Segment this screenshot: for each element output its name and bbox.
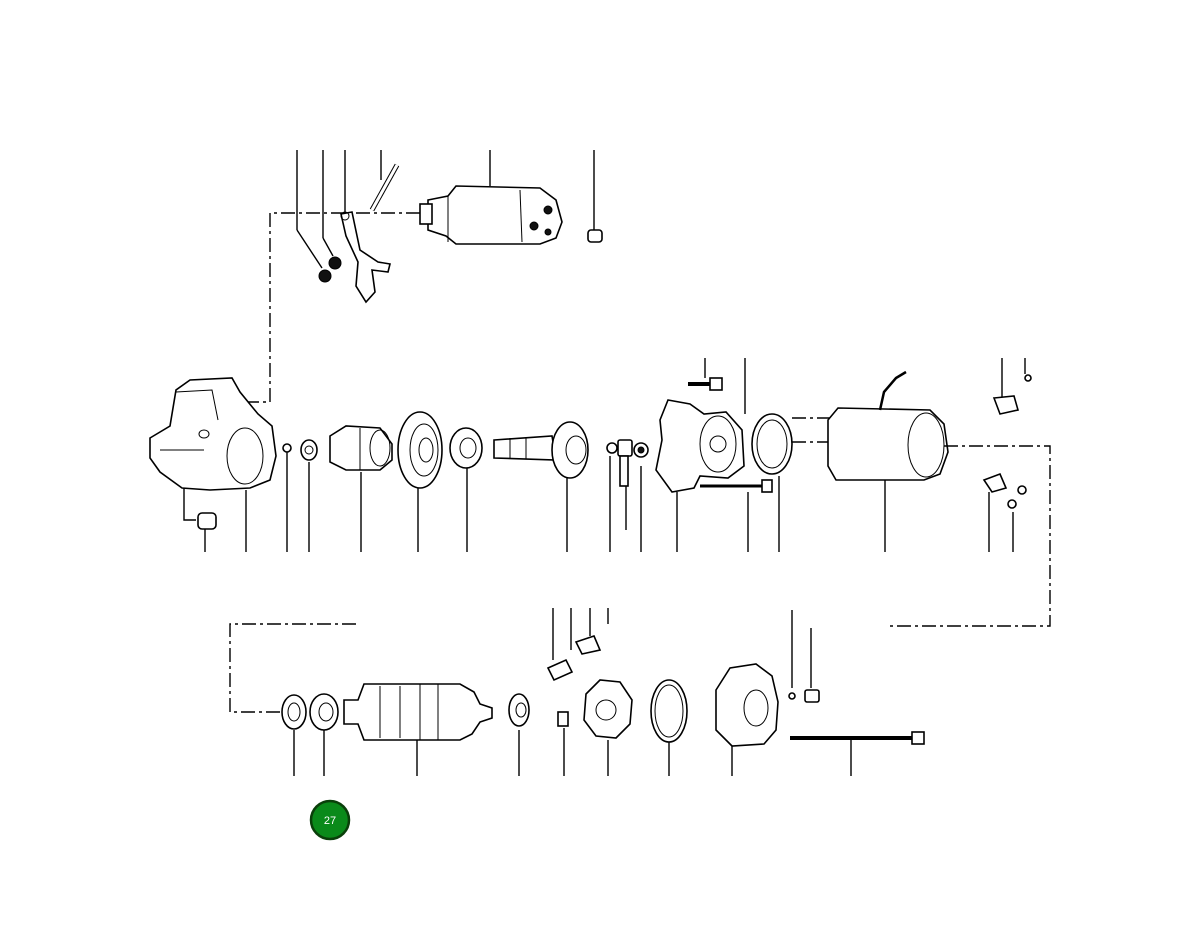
badge-circle[interactable] (309, 799, 351, 841)
badge-label: 27 (324, 815, 336, 827)
bottom-row-parts (229, 608, 925, 776)
solenoid-group (245, 150, 603, 403)
middle-row-parts (149, 358, 1051, 627)
page-number-badge[interactable]: 27 (309, 799, 351, 841)
